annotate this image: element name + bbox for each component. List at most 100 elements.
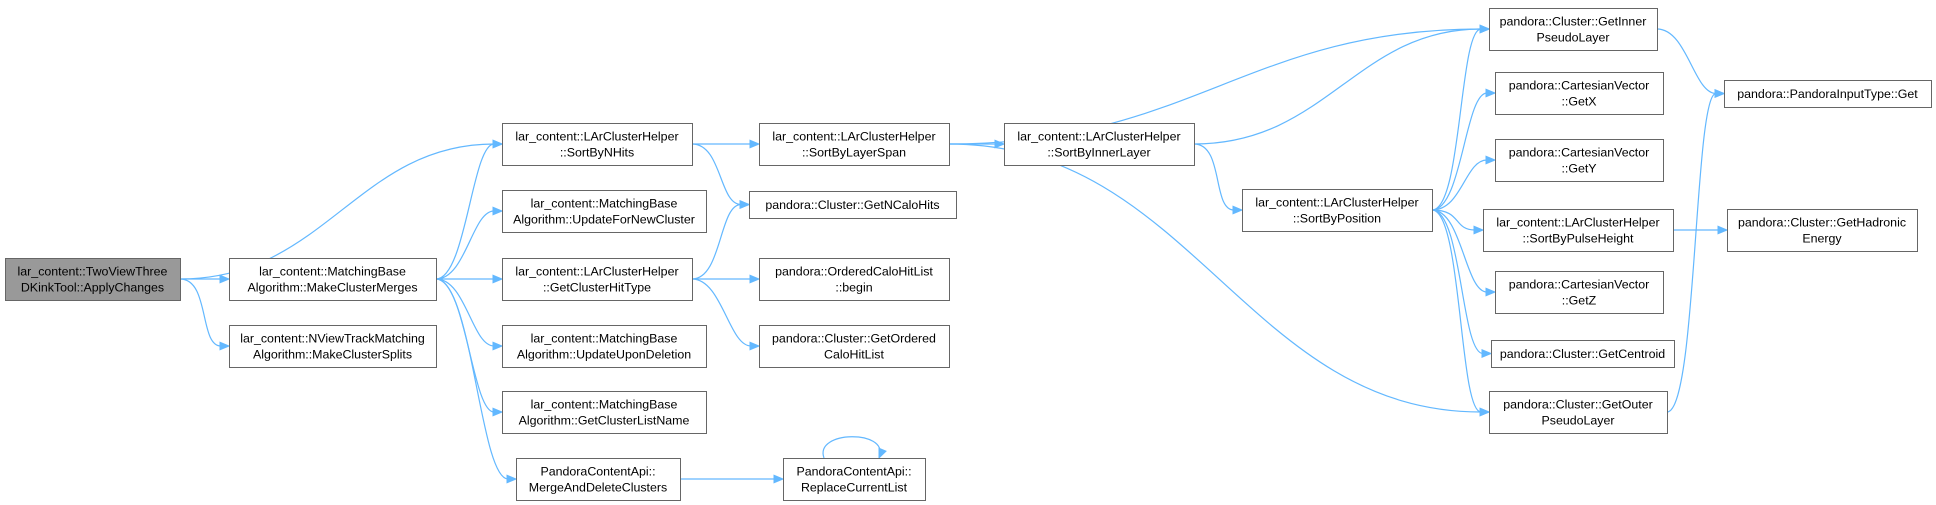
edge-root-to-mcs [179,278,231,351]
edge-gopl-to-pitg [1666,88,1726,413]
node-box [1491,340,1675,368]
edge-arrowhead [1473,225,1485,235]
edge-sbp-to-sph [1431,209,1485,235]
node-box [502,391,707,434]
edge-mcm-to-uud [435,278,504,351]
edge-line [1193,28,1482,145]
node-box [759,325,950,368]
call-nodes: lar_content::TwoViewThreeDKinkTool::Appl… [5,8,1932,501]
node-sbp[interactable]: lar_content::LArClusterHelper::SortByPos… [1242,189,1433,232]
node-rcl[interactable]: PandoraContentApi::ReplaceCurrentList [783,458,926,501]
node-label: pandora::CartesianVector [1509,278,1650,292]
node-label: ::SortByPosition [1293,212,1381,226]
edge-arrowhead [492,274,504,284]
node-pitg[interactable]: pandora::PandoraInputType::Get [1724,80,1932,108]
node-box [1489,8,1658,51]
node-label: pandora::Cluster::GetOuter [1503,398,1652,412]
node-label: CaloHitList [824,348,884,362]
node-gnch[interactable]: pandora::Cluster::GetNCaloHits [749,191,957,219]
edge-gcht-to-goch [691,278,761,351]
edge-mcm-to-ufn [435,206,504,280]
node-mad[interactable]: PandoraContentApi::MergeAndDeleteCluster… [516,458,681,501]
node-label: ::SortByNHits [560,146,634,160]
node-sls[interactable]: lar_content::LArClusterHelper::SortByLay… [759,123,950,166]
node-box [502,123,693,166]
edge-arrowhead [506,474,518,484]
edge-arrowhead [492,407,504,417]
call-edges [179,24,1729,484]
node-label: PandoraContentApi:: [796,465,911,479]
edge-sbp-to-gopl [1431,209,1491,417]
node-label: pandora::PandoraInputType::Get [1737,87,1918,101]
node-gc[interactable]: pandora::Cluster::GetCentroid [1491,340,1675,368]
edge-arrowhead [1485,155,1497,165]
node-uud[interactable]: lar_content::MatchingBaseAlgorithm::Upda… [502,325,707,368]
node-box [229,325,437,368]
node-root: lar_content::TwoViewThreeDKinkTool::Appl… [5,258,181,301]
edge-mcm-to-gcln [435,278,504,417]
node-label: Algorithm::MakeClusterMerges [247,281,417,295]
edge-gcht-to-gnch [691,199,751,280]
node-box [1495,139,1664,182]
edge-line [179,278,222,347]
edge-arrowhead [749,341,761,351]
node-label: ReplaceCurrentList [801,481,908,495]
edge-arrowhead [1714,88,1726,99]
edge-arrowhead [1485,88,1497,98]
edge-line [435,278,509,480]
edge-sph-to-ghe [1672,225,1729,235]
node-label: pandora::CartesianVector [1509,79,1650,93]
edge-line [1431,159,1488,211]
node-ufn[interactable]: lar_content::MatchingBaseAlgorithm::Upda… [502,190,707,233]
edge-line [822,436,881,459]
edge-arrowhead [1717,225,1729,235]
node-label: pandora::Cluster::GetCentroid [1500,347,1665,361]
edge-arrowhead [749,139,761,149]
edge-sbp-to-gx [1431,88,1497,211]
edge-mcm-to-snh [435,139,504,280]
node-gz[interactable]: pandora::CartesianVector::GetZ [1495,271,1664,314]
node-label: ::SortByInnerLayer [1047,146,1150,160]
node-label: lar_content::LArClusterHelper [1017,130,1180,144]
node-mcs[interactable]: lar_content::NViewTrackMatchingAlgorithm… [229,325,437,368]
node-label: pandora::CartesianVector [1509,146,1650,160]
node-box [749,191,957,219]
node-mcm[interactable]: lar_content::MatchingBaseAlgorithm::Make… [229,258,437,301]
node-sil[interactable]: lar_content::LArClusterHelper::SortByInn… [1004,123,1195,166]
node-gcht[interactable]: lar_content::LArClusterHelper::GetCluste… [502,258,693,301]
node-box [1724,80,1932,108]
node-label: Algorithm::UpdateForNewCluster [513,213,695,227]
edge-mcm-to-gcht [436,274,504,284]
node-label: lar_content::MatchingBase [259,265,406,279]
edge-mad-to-rcl [679,474,785,484]
node-label: pandora::Cluster::GetNCaloHits [765,198,939,212]
node-box [783,458,926,501]
node-box [1727,209,1918,252]
node-sph[interactable]: lar_content::LArClusterHelper::SortByPul… [1483,209,1674,252]
edge-mcm-to-mad [435,278,518,484]
node-label: ::GetZ [1562,294,1597,308]
node-gcln[interactable]: lar_content::MatchingBaseAlgorithm::GetC… [502,391,707,434]
node-box [5,258,181,301]
node-box [1004,123,1195,166]
edge-line [435,210,495,280]
edge-sil-to-gipl [1193,24,1491,145]
edge-line [435,278,495,413]
edge-arrowhead [492,139,504,149]
node-ochb[interactable]: pandora::OrderedCaloHitList::begin [759,258,950,301]
edge-line [1431,28,1482,211]
edge-line [1431,209,1484,355]
node-gx[interactable]: pandora::CartesianVector::GetX [1495,72,1664,115]
node-snh[interactable]: lar_content::LArClusterHelper::SortByNHi… [502,123,693,166]
edge-line [435,278,495,347]
edge-arrowhead [994,139,1006,149]
edge-line [691,278,752,347]
node-gy[interactable]: pandora::CartesianVector::GetY [1495,139,1664,182]
edge-arrowhead [492,206,504,216]
edge-gcht-to-ochb [692,274,761,284]
node-label: lar_content::TwoViewThree [18,265,168,279]
